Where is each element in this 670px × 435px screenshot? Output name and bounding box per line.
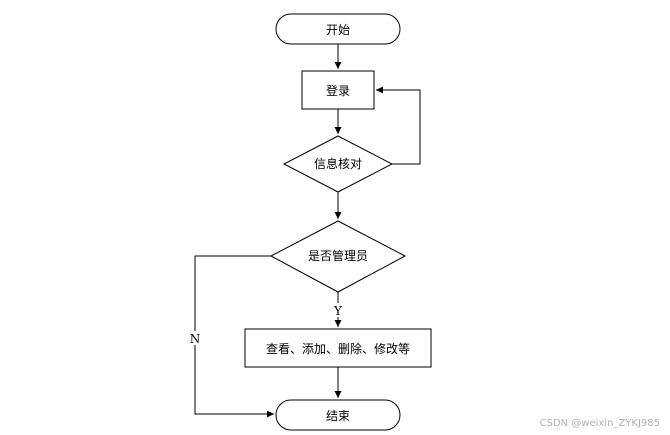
start-node: 开始 <box>275 13 401 45</box>
end-node-label: 结束 <box>326 409 350 423</box>
yes-label-bg <box>331 303 345 317</box>
yes-label: Y <box>333 304 343 318</box>
edge-verify-login-loop <box>376 86 421 165</box>
actions-node-label: 查看、添加、删除、修改等 <box>266 341 410 356</box>
verify-decision-label: 信息核对 <box>314 156 362 171</box>
admin-decision: 是否管理员 <box>269 220 407 293</box>
watermark: CSDN @weixin_ZYKJ985 <box>540 418 660 429</box>
actions-node: 查看、添加、删除、修改等 <box>244 328 432 368</box>
login-node: 登录 <box>301 70 375 110</box>
no-label: N <box>190 332 201 346</box>
start-node-label: 开始 <box>326 23 350 37</box>
verify-decision: 信息核对 <box>282 135 394 193</box>
end-node: 结束 <box>275 399 401 431</box>
admin-decision-label: 是否管理员 <box>308 248 368 263</box>
login-node-label: 登录 <box>326 83 350 98</box>
no-label-bg <box>188 331 202 345</box>
